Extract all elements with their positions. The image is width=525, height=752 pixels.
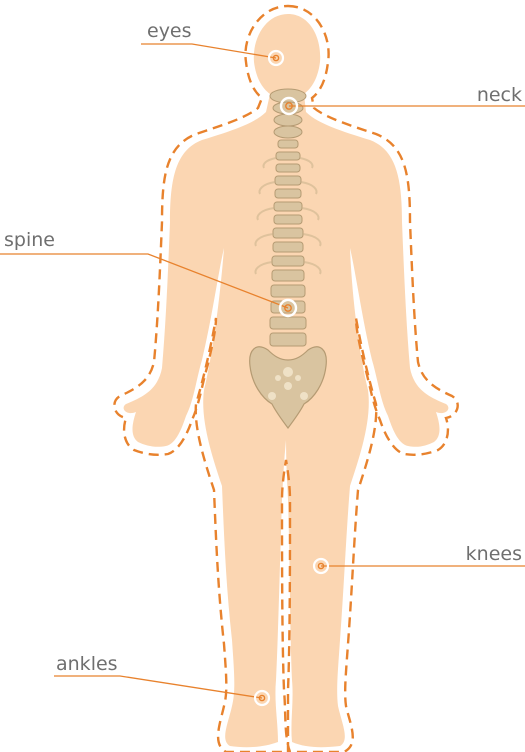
label-neck: neck <box>477 84 522 106</box>
label-ankles: ankles <box>56 653 118 675</box>
label-spine: spine <box>4 229 55 251</box>
ankles-leader <box>54 676 262 698</box>
label-knees: knees <box>466 543 522 565</box>
label-eyes: eyes <box>147 20 192 42</box>
